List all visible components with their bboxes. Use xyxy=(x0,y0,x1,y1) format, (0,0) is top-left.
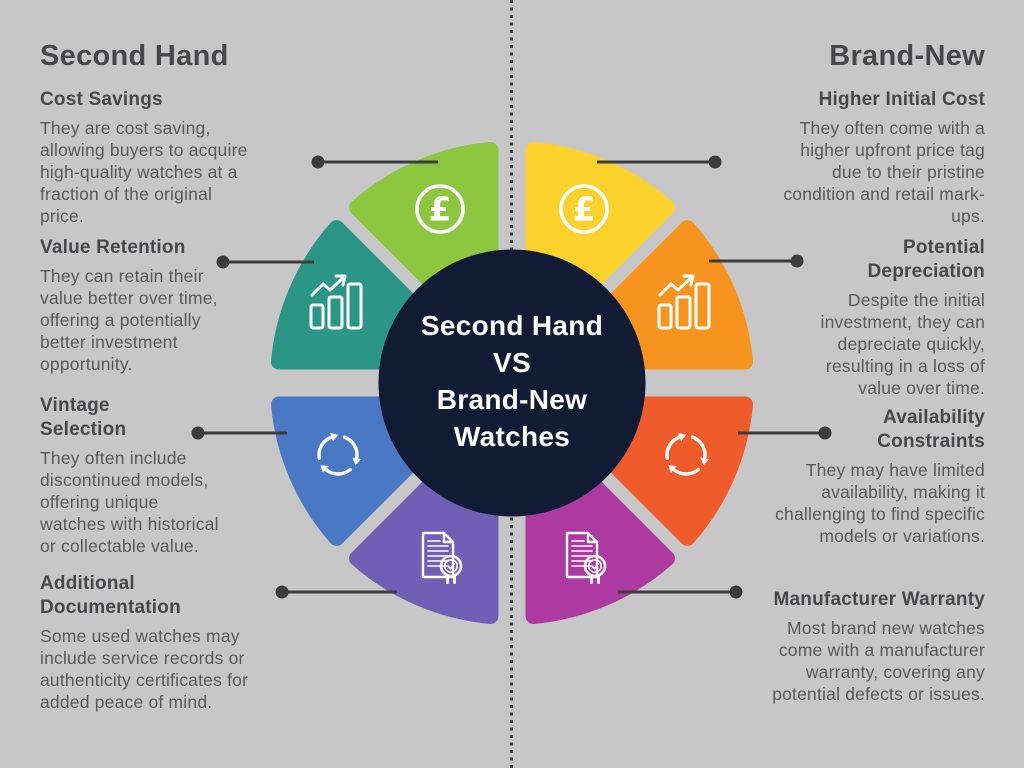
section-availability-constraints: Availability Constraints They may have l… xyxy=(729,406,985,547)
pound-coin-icon: £ xyxy=(559,184,609,234)
section-cost-savings: Cost Savings They are cost saving, allow… xyxy=(40,88,296,227)
section-body: They often come with a higher upfront pr… xyxy=(783,118,985,226)
section-additional-documentation: Additional Documentation Some used watch… xyxy=(40,572,296,713)
section-heading: Vintage Selection xyxy=(40,395,127,440)
connector-lines xyxy=(191,155,832,599)
connector-dot xyxy=(790,254,804,268)
left-column-title: Second Hand xyxy=(40,40,229,72)
section-heading: Potential Depreciation xyxy=(867,237,985,282)
segment-icons: £ £ xyxy=(309,184,711,584)
section-heading: Higher Initial Cost xyxy=(818,89,985,110)
right-column-title: Brand-New xyxy=(829,40,985,72)
section-body: They may have limited availability, maki… xyxy=(775,460,985,546)
pound-coin-icon: £ xyxy=(415,184,465,234)
growth-chart-icon xyxy=(309,274,363,330)
section-heading: Availability Constraints xyxy=(877,407,985,452)
certified-document-icon xyxy=(421,531,463,584)
section-higher-initial-cost: Higher Initial Cost They often come with… xyxy=(729,88,985,227)
connector-dot xyxy=(818,426,832,440)
connector-dot xyxy=(708,155,722,169)
section-heading: Additional Documentation xyxy=(40,573,181,618)
section-heading: Value Retention xyxy=(40,237,186,258)
certified-document-icon xyxy=(565,531,607,584)
center-title: Second Hand VS Brand-New Watches xyxy=(420,310,604,452)
section-heading: Manufacturer Warranty xyxy=(773,589,985,610)
center-circle xyxy=(378,249,646,517)
section-potential-depreciation: Potential Depreciation Despite the initi… xyxy=(729,236,985,399)
refresh-arrows-icon xyxy=(317,432,362,476)
svg-text:£: £ xyxy=(429,190,452,229)
section-body: Some used watches may include service re… xyxy=(40,626,249,712)
connector-dot xyxy=(729,585,743,599)
section-body: They are cost saving, allowing buyers to… xyxy=(40,118,248,226)
refresh-arrows-icon xyxy=(665,432,710,476)
section-body: They can retain their value better over … xyxy=(40,266,218,374)
section-vintage-selection: Vintage Selection They often include dis… xyxy=(40,394,296,557)
connector-dot xyxy=(275,585,289,599)
section-value-retention: Value Retention They can retain their va… xyxy=(40,236,296,375)
section-body: They often include discontinued models, … xyxy=(40,448,219,556)
connector-dot xyxy=(191,426,205,440)
section-heading: Cost Savings xyxy=(40,89,163,110)
svg-text:£: £ xyxy=(573,190,596,229)
section-manufacturer-warranty: Manufacturer Warranty Most brand new wat… xyxy=(729,588,985,705)
section-body: Most brand new watches come with a manuf… xyxy=(772,618,985,704)
section-body: Despite the initial investment, they can… xyxy=(820,290,985,398)
growth-chart-icon xyxy=(657,274,711,330)
connector-dot xyxy=(311,155,325,169)
connector-dot xyxy=(216,255,230,269)
